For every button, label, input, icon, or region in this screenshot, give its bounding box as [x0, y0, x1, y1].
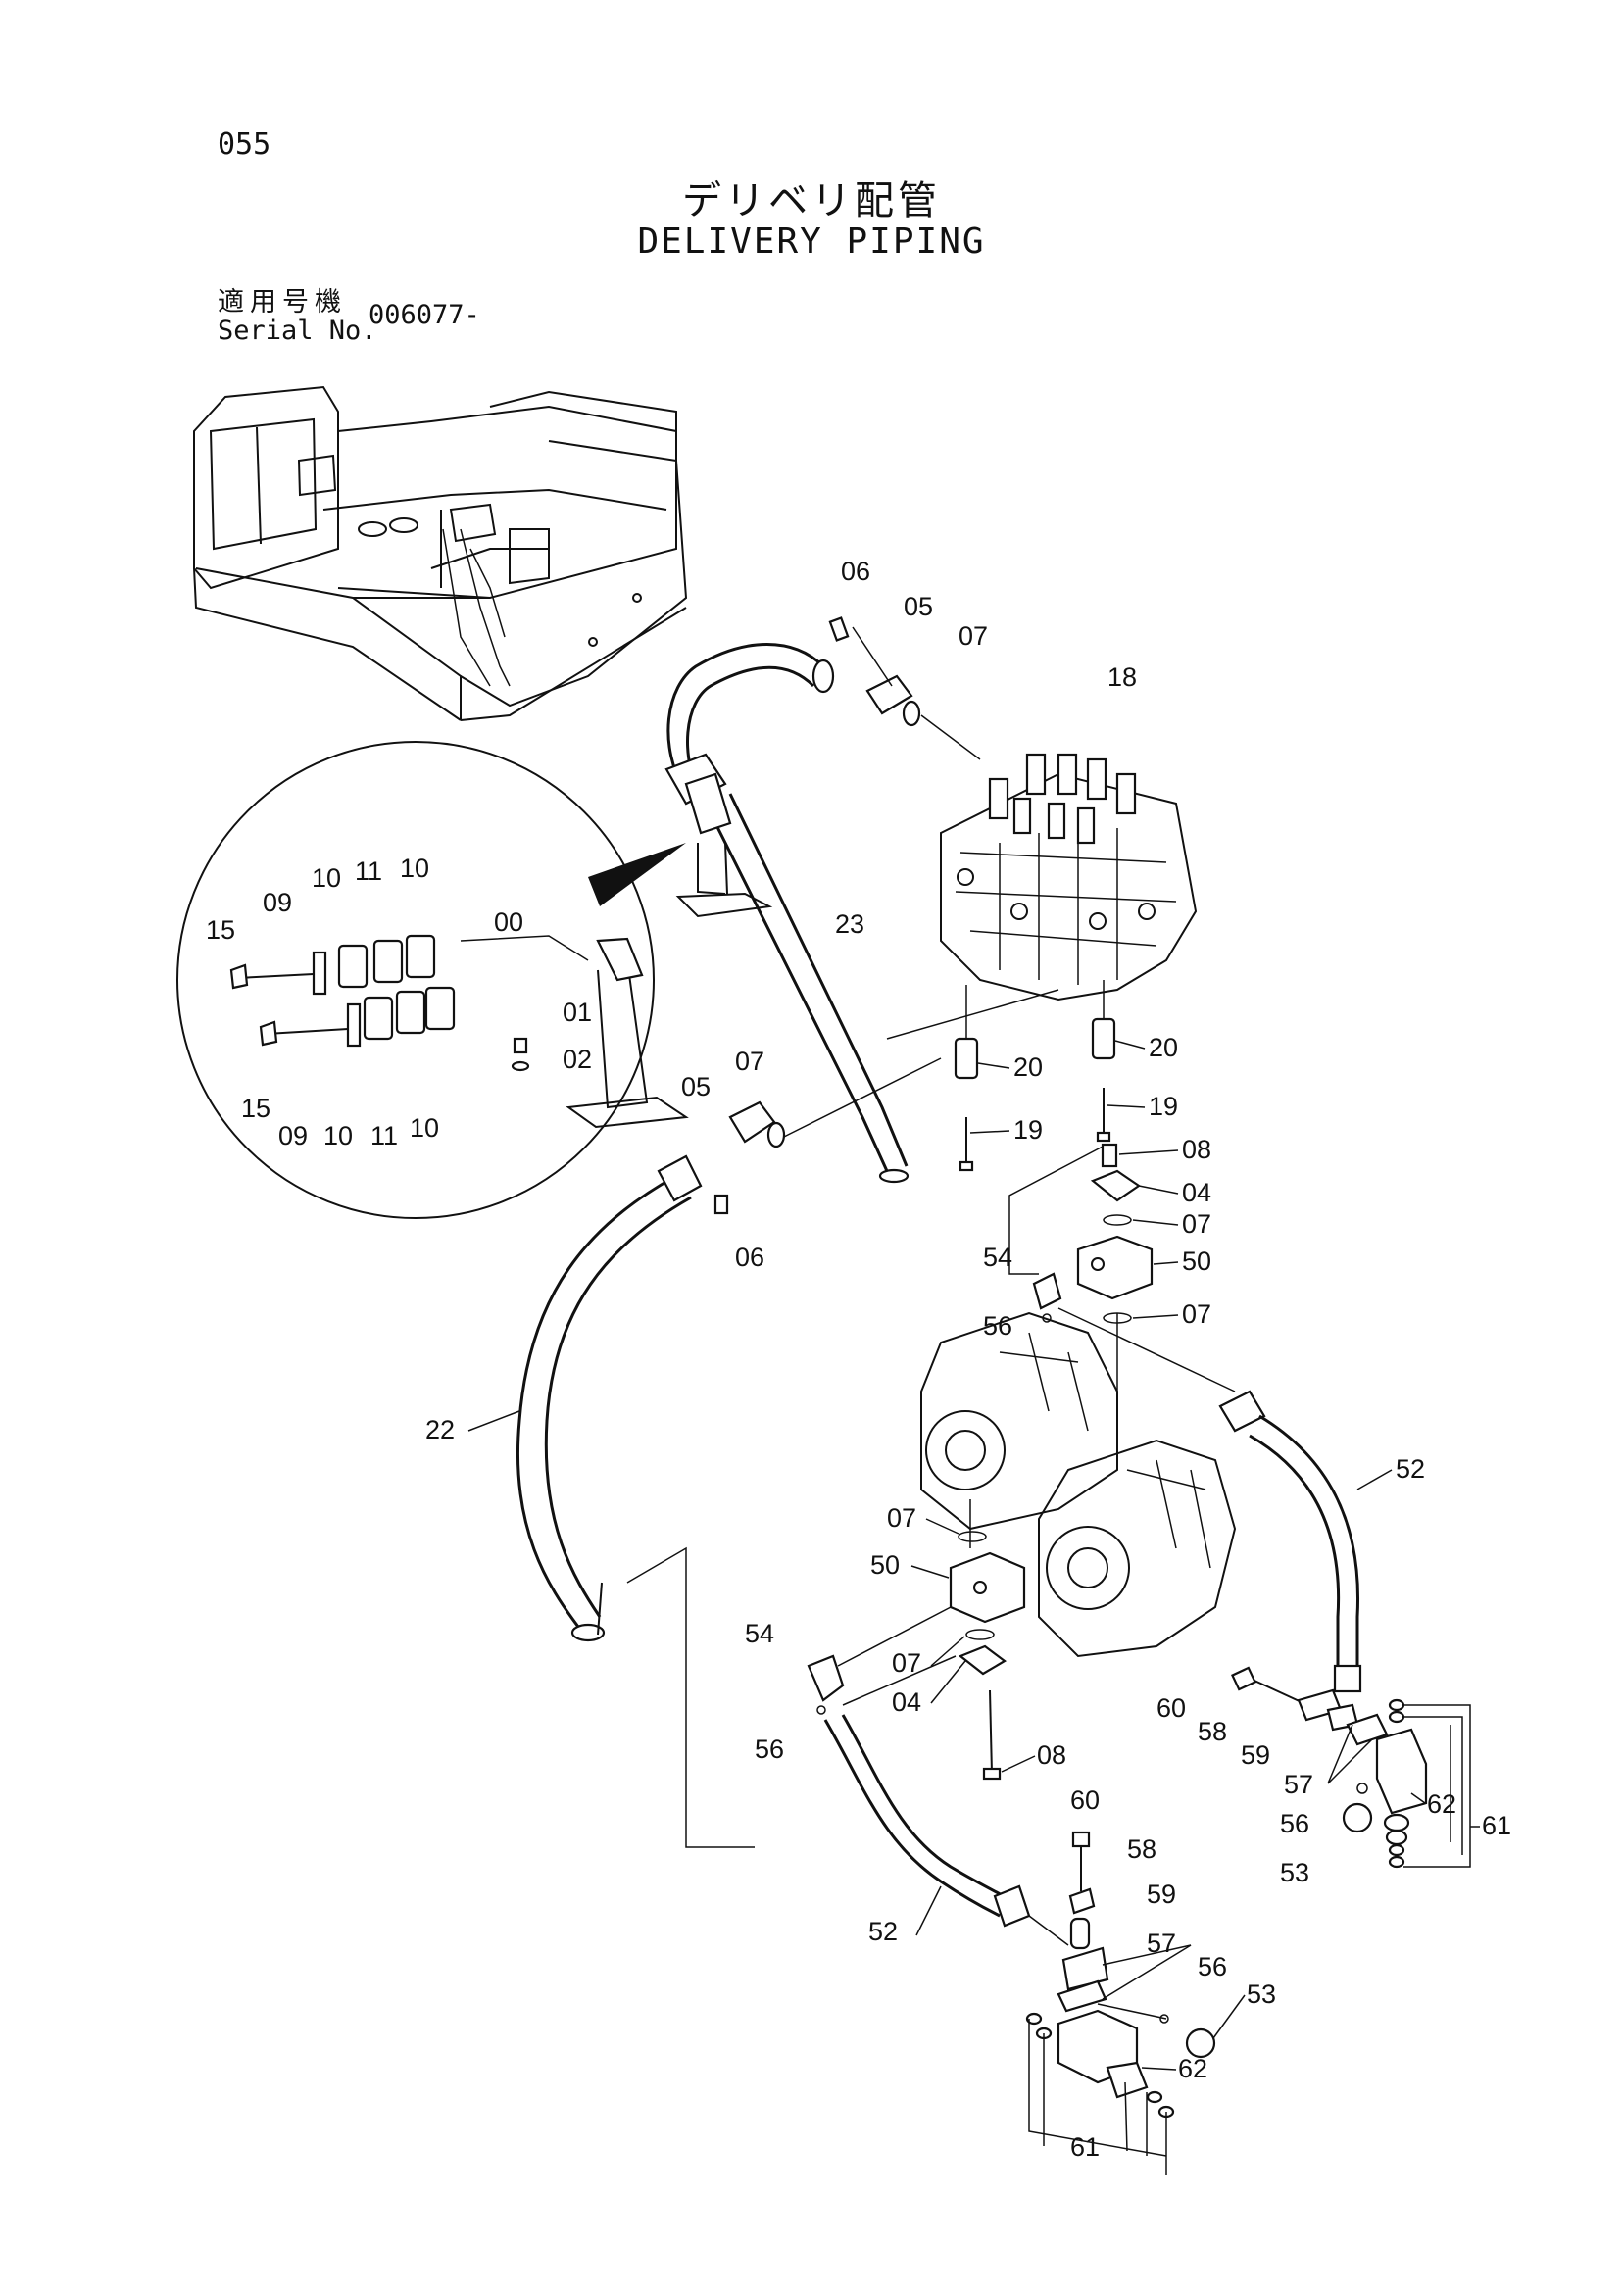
flange-middle-drawing [713, 1057, 942, 1215]
callout-20: 20 [1149, 1033, 1178, 1062]
callout-20: 20 [1013, 1052, 1043, 1082]
callout-07: 07 [887, 1503, 916, 1533]
hose-52-lower-drawing [823, 1714, 1069, 1946]
callout-04: 04 [1182, 1178, 1211, 1207]
callout-leaders [467, 1040, 1480, 2071]
detail-callout-11: 11 [355, 856, 382, 886]
callout-58: 58 [1198, 1717, 1227, 1746]
callout-59: 59 [1147, 1880, 1176, 1909]
callout-60: 60 [1156, 1693, 1186, 1723]
title-japanese: デリベリ配管 [682, 178, 941, 223]
callout-04: 04 [892, 1687, 921, 1717]
detail-callout-09: 09 [263, 888, 292, 917]
clamp-assembly-lower-drawing [1025, 1831, 1216, 2175]
detail-callout-01: 01 [563, 998, 592, 1027]
callout-58: 58 [1127, 1834, 1156, 1864]
detail-callout-15: 15 [241, 1094, 270, 1123]
callout-57: 57 [1147, 1929, 1176, 1958]
hose-22-drawing [516, 1154, 755, 1848]
serial-label-japanese: 適用号機 [218, 287, 347, 318]
part-callouts: 06 05 07 18 23 20 20 19 19 05 07 06 08 0… [206, 557, 1511, 2162]
callout-06: 06 [735, 1243, 764, 1272]
callout-06: 06 [841, 557, 870, 586]
pipe-23-drawing [664, 643, 910, 1184]
callout-53: 53 [1280, 1858, 1309, 1887]
title-english: DELIVERY PIPING [637, 221, 986, 262]
callout-18: 18 [1107, 662, 1137, 692]
callout-62: 62 [1427, 1789, 1456, 1819]
detail-callout-10: 10 [323, 1121, 353, 1150]
detail-callout-10: 10 [400, 854, 429, 883]
callout-60: 60 [1070, 1785, 1100, 1815]
serial-label-english: Serial No. [218, 316, 377, 346]
hose-52-right-drawing [1218, 1390, 1362, 1693]
detail-callout-09: 09 [278, 1121, 308, 1150]
callout-62: 62 [1178, 2054, 1207, 2083]
callout-54: 54 [983, 1243, 1012, 1272]
callout-08: 08 [1182, 1135, 1211, 1164]
serial-number-value: 006077- [369, 300, 480, 330]
callout-07: 07 [1182, 1299, 1211, 1329]
callout-05: 05 [681, 1072, 711, 1101]
detail-callout-00: 00 [494, 907, 523, 937]
callout-07: 07 [735, 1047, 764, 1076]
callout-56: 56 [755, 1734, 784, 1764]
callout-22: 22 [425, 1415, 455, 1444]
detail-callout-02: 02 [563, 1045, 592, 1074]
flange-top-drawing [828, 616, 981, 760]
clamp-assembly-right-drawing [1231, 1666, 1471, 1869]
callout-07: 07 [1182, 1209, 1211, 1239]
callout-07: 07 [959, 621, 988, 651]
callout-23: 23 [835, 909, 864, 939]
callout-57: 57 [1284, 1770, 1313, 1799]
callout-61: 61 [1482, 1811, 1511, 1840]
callout-19: 19 [1149, 1092, 1178, 1121]
detail-callout-10: 10 [410, 1113, 439, 1143]
excavator-overview-drawing [193, 385, 688, 721]
callout-50: 50 [870, 1550, 900, 1580]
callout-05: 05 [904, 592, 933, 621]
detail-callout-11: 11 [370, 1121, 398, 1150]
page-number: 055 [218, 127, 271, 162]
block-50-upper-drawing [1008, 1143, 1236, 1421]
callout-07: 07 [892, 1648, 921, 1678]
detail-circle [176, 741, 689, 1219]
control-valve-drawing [940, 753, 1198, 1001]
callout-08: 08 [1037, 1740, 1066, 1770]
callout-19: 19 [1013, 1115, 1043, 1145]
callout-59: 59 [1241, 1740, 1270, 1770]
main-pump-drawing [920, 1311, 1237, 1658]
callout-53: 53 [1247, 1979, 1276, 2009]
spacers-and-bolts-drawing [886, 980, 1116, 1172]
callout-56: 56 [1280, 1809, 1309, 1838]
detail-callout-10: 10 [312, 863, 341, 893]
callout-52: 52 [868, 1917, 898, 1946]
block-50-lower-drawing [807, 1499, 1026, 1781]
callout-50: 50 [1182, 1246, 1211, 1276]
callout-54: 54 [745, 1619, 774, 1648]
detail-callout-15: 15 [206, 915, 235, 945]
callout-56: 56 [983, 1311, 1012, 1341]
callout-52: 52 [1396, 1454, 1425, 1484]
callout-56: 56 [1198, 1952, 1227, 1981]
callout-61: 61 [1070, 2132, 1100, 2162]
